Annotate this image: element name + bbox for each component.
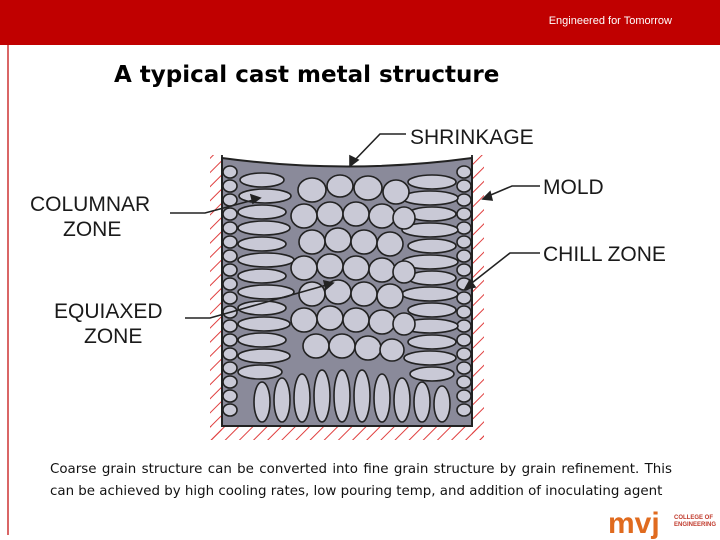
label-mold: MOLD [543,176,604,199]
logo-line1: COLLEGE OF [674,515,713,521]
logo-mark: mvj [608,507,660,539]
leader-lines [170,133,540,319]
label-equiaxed-zone-line2: ZONE [84,325,143,348]
label-columnar-zone-line1: COLUMNAR [30,193,151,216]
label-equiaxed-zone-line1: EQUIAXED [54,300,163,323]
label-shrinkage: SHRINKAGE [410,126,534,149]
label-chill-zone: CHILL ZONE [543,243,666,266]
mvj-logo: mvj [608,507,660,539]
caption-text: Coarse grain structure can be converted … [50,462,672,499]
label-columnar-zone-line2: ZONE [63,218,122,241]
grain-pattern [222,165,472,423]
logo-text: COLLEGE OF ENGINEERING [674,515,720,529]
header-bar [0,0,720,45]
logo-line2: ENGINEERING [674,522,717,528]
slide-title: A typical cast metal structure [114,62,500,88]
header-tagline: Engineered for Tomorrow [548,15,672,27]
